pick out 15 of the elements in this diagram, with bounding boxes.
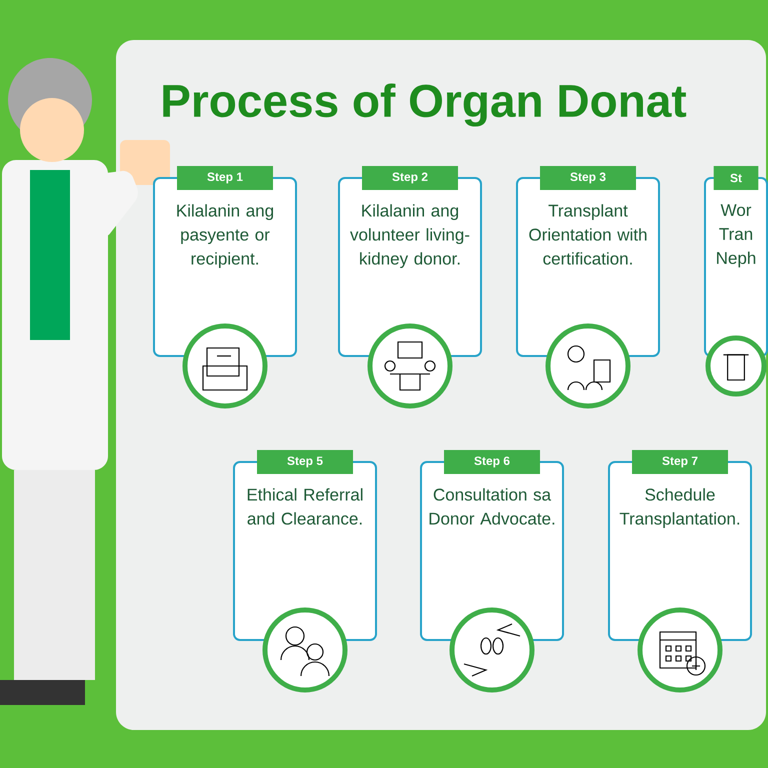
step-text: Ethical Referral and Clearance. — [248, 488, 362, 525]
step-text: Wor Tran Neph — [717, 204, 756, 268]
step-tab: Step 1 — [177, 166, 273, 190]
step-text: Kilalanin ang volunteer living-kidney donor. — [350, 204, 470, 268]
title: Process of Organ Donat — [163, 83, 686, 127]
step-tab: Step 2 — [362, 166, 458, 190]
step-text: Schedule Transplantation. — [620, 488, 740, 528]
step-tab: Step 5 — [257, 450, 353, 474]
step-tab: Step 6 — [444, 450, 540, 474]
step-tab: St — [714, 166, 758, 190]
step-text: Transplant Orientation with certification. — [529, 204, 646, 265]
step-text: Kilalanin ang pasyente or recipient. — [177, 204, 274, 268]
step-tab: Step 7 — [632, 450, 728, 474]
step-tab: Step 3 — [540, 166, 636, 190]
step-text: Consultation sa Donor Advocate. — [430, 488, 554, 525]
